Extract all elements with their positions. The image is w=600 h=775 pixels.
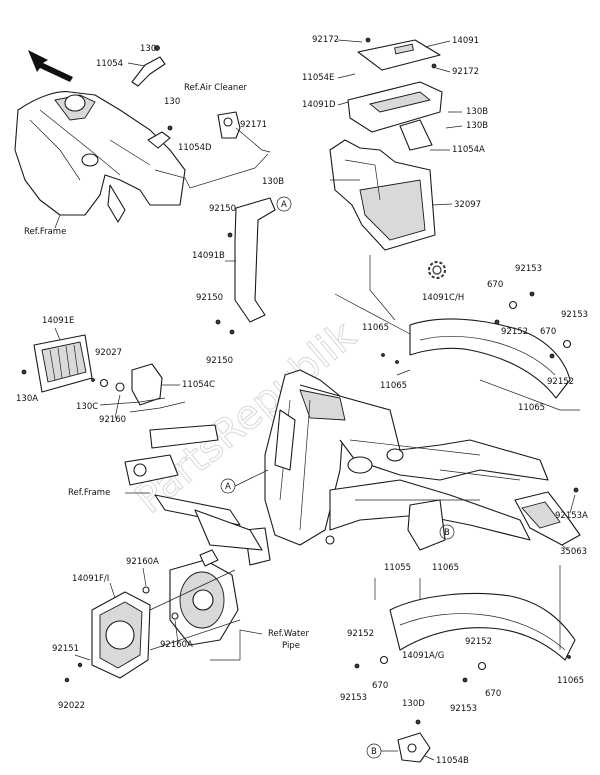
label-670-b: 670 — [540, 327, 556, 337]
label-92153-b: 92153 — [561, 310, 588, 320]
label-92153-a: 92153 — [515, 264, 542, 274]
label-92150-b: 92150 — [196, 293, 223, 303]
label-11054D: 11054D — [178, 143, 212, 153]
label-11054B: 11054B — [436, 756, 469, 766]
label-11065-c: 11065 — [518, 403, 545, 413]
label-670-c: 670 — [372, 681, 388, 691]
label-130-mid: 130 — [164, 97, 180, 107]
side-cover-lower — [389, 592, 576, 661]
label-92172-a: 92172 — [312, 35, 339, 45]
label-92160A-b: 92160A — [160, 640, 193, 650]
label-92172-b: 92172 — [452, 67, 479, 77]
label-130D: 130D — [402, 699, 425, 709]
label-11054E: 11054E — [302, 73, 334, 83]
label-92152-c: 92152 — [347, 629, 374, 639]
label-14091CH: 14091C/H — [422, 293, 464, 303]
label-92150-a: 92150 — [209, 204, 236, 214]
label-92153-d: 92153 — [450, 704, 477, 714]
label-92152-b: 92152 — [547, 377, 574, 387]
label-14091AG: 14091A/G — [402, 651, 444, 661]
label-92153-c: 92153 — [340, 693, 367, 703]
label-92153A: 92153A — [555, 511, 588, 521]
circle-b-mid: B — [444, 528, 450, 538]
ref-water-pipe-line2: Pipe — [282, 641, 300, 651]
label-14091FI: 14091F/I — [72, 574, 109, 584]
label-32097: 32097 — [454, 200, 481, 210]
label-670-d: 670 — [485, 689, 501, 699]
label-11065-e: 11065 — [557, 676, 584, 686]
main-frame — [244, 369, 549, 566]
label-92151: 92151 — [52, 644, 79, 654]
label-130-top: 130 — [140, 44, 156, 54]
label-130A: 130A — [16, 394, 38, 404]
label-92022: 92022 — [58, 701, 85, 711]
label-92150-c: 92150 — [206, 356, 233, 366]
label-11054A: 11054A — [452, 145, 485, 155]
label-130B-a: 130B — [262, 177, 284, 187]
circle-b-bottom: B — [371, 747, 377, 757]
ref-frame-sketch — [14, 91, 186, 223]
label-92160A-a: 92160A — [126, 557, 159, 567]
direction-arrow-icon — [28, 50, 73, 82]
ref-circle-b-mid — [439, 524, 455, 540]
label-35063: 35063 — [560, 547, 587, 557]
label-130B-b: 130B — [466, 107, 488, 117]
label-14091E: 14091E — [42, 316, 74, 326]
battery-box-cover — [357, 37, 441, 71]
ref-frame-label-top: Ref.Frame — [24, 227, 66, 237]
bracket-35063 — [514, 487, 581, 546]
water-pump-cover — [91, 591, 151, 679]
gear-icon — [428, 261, 446, 279]
ref-water-pipe-line1: Ref.Water — [268, 629, 309, 639]
label-670-a: 670 — [487, 280, 503, 290]
label-11065-d: 11065 — [432, 563, 459, 573]
label-92152-d: 92152 — [465, 637, 492, 647]
battery-tray — [347, 81, 443, 151]
label-92160: 92160 — [99, 415, 126, 425]
side-cover-14091E — [33, 334, 93, 393]
label-92027: 92027 — [95, 348, 122, 358]
cross-pipe — [124, 424, 263, 551]
label-14091D: 14091D — [302, 100, 336, 110]
label-11054-top: 11054 — [96, 59, 123, 69]
circle-a-top: A — [281, 200, 287, 210]
bracket-11054 — [131, 45, 166, 87]
air-cleaner-sensor — [217, 111, 271, 153]
label-11065-a: 11065 — [362, 323, 389, 333]
water-pump — [169, 549, 239, 646]
label-92152-a: 92152 — [501, 327, 528, 337]
label-14091: 14091 — [452, 36, 479, 46]
label-130B-c: 130B — [466, 121, 488, 131]
circle-a-mid: A — [225, 482, 231, 492]
ref-circle-a-top — [276, 196, 292, 212]
label-11055: 11055 — [384, 563, 411, 573]
plate-14091B — [234, 197, 276, 323]
side-cover-upper — [409, 318, 571, 399]
bracket-11054C — [91, 363, 163, 406]
battery-case — [329, 139, 436, 251]
label-130C: 130C — [76, 402, 98, 412]
label-14091B: 14091B — [192, 251, 225, 261]
bracket-11054B — [397, 719, 431, 763]
ref-air-cleaner-label: Ref.Air Cleaner — [184, 83, 248, 93]
label-11054C: 11054C — [182, 380, 215, 390]
label-11065-b: 11065 — [380, 381, 407, 391]
label-92171: 92171 — [240, 120, 267, 130]
ref-frame-label-mid: Ref.Frame — [68, 488, 110, 498]
bracket-11054D — [147, 125, 173, 149]
